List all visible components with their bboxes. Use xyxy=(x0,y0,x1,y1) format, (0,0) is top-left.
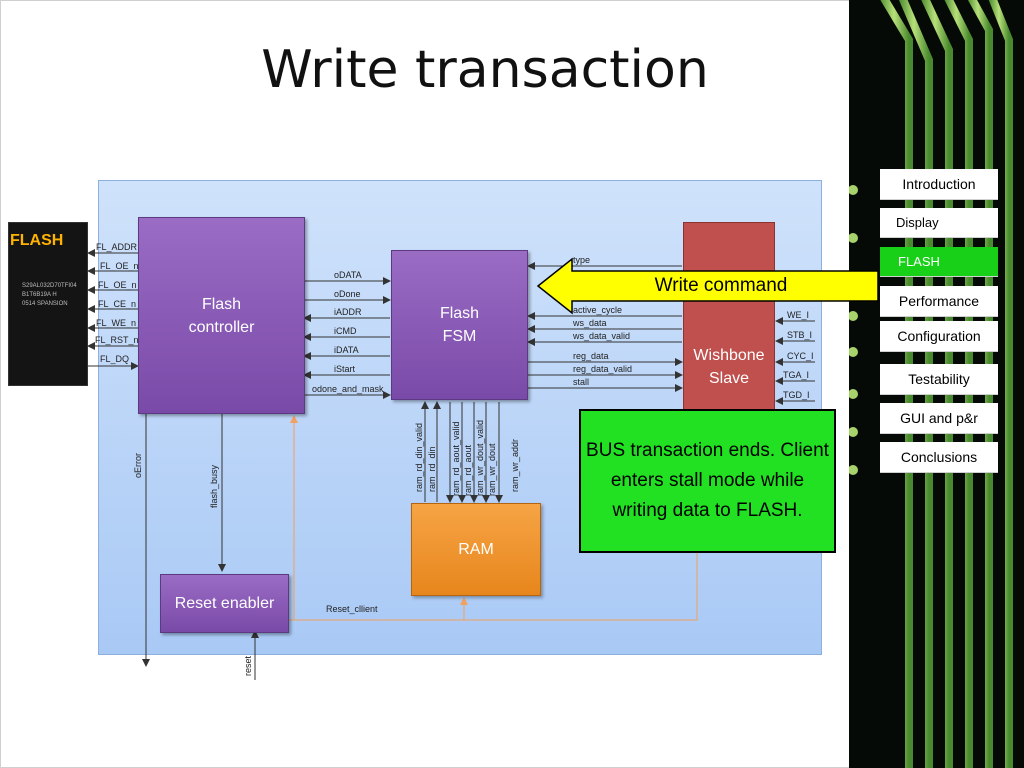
signal-label: ram_wr_addr xyxy=(510,438,520,492)
signal-label: TGD_I xyxy=(783,390,810,400)
signal-label: oError xyxy=(133,452,143,478)
signal-label: FL_CE_n xyxy=(98,299,137,309)
signal-label: STB_I xyxy=(787,330,813,340)
signal-label: Reset_cllient xyxy=(326,604,378,614)
wishbone-slave-block: Wishbone Slave xyxy=(683,222,775,412)
nav-item-flash[interactable]: FLASH xyxy=(880,247,998,277)
signal-label: reg_data_valid xyxy=(573,364,633,374)
signal-label: reset xyxy=(243,655,253,676)
signal-label: reg_data xyxy=(573,351,609,361)
signal-label: FL_WE_n xyxy=(96,318,137,328)
signal-label: ram_rd_din xyxy=(427,446,437,492)
signal-label: FL_ADDR xyxy=(96,242,138,252)
signal-label: oDone xyxy=(334,289,361,299)
signal-label: active_cycle xyxy=(573,305,623,315)
bus-transaction-callout: BUS transaction ends. Client enters stal… xyxy=(579,409,836,553)
nav-item-configuration[interactable]: Configuration xyxy=(880,321,998,352)
signal-label: FL_RST_n xyxy=(95,335,139,345)
flash-controller-block: Flash controller xyxy=(138,217,305,414)
signal-label: FL_OE_n xyxy=(100,261,139,271)
write-command-arrow xyxy=(536,257,879,315)
flash-chip-image xyxy=(8,222,88,386)
signal-label: ram_rd_aout_valid xyxy=(451,421,461,496)
flash-controller-label: Flash controller xyxy=(188,295,255,336)
flash-chip-marking: B1T6B19A H xyxy=(22,292,57,298)
signal-label: ws_data xyxy=(573,318,607,328)
reset-enabler-block: Reset enabler xyxy=(160,574,289,633)
flash-fsm-block: Flash FSM xyxy=(391,250,528,400)
write-command-label: Write command xyxy=(654,275,788,296)
signal-label: ram_wr_dout xyxy=(487,443,497,496)
signal-label: CYC_I xyxy=(787,351,814,361)
nav-item-conclusions[interactable]: Conclusions xyxy=(880,442,998,473)
signal-label: WE_I xyxy=(787,310,810,320)
signal-label: stall xyxy=(573,377,590,387)
nav-item-display[interactable]: Display xyxy=(880,208,998,238)
signal-label: type xyxy=(573,255,591,265)
ram-block: RAM xyxy=(411,503,541,596)
flash-chip-marking: S29AL032D70TFI04 xyxy=(22,283,77,289)
signal-label: ws_data_valid xyxy=(573,331,631,341)
flash-chip-markings: S29AL032D70TFI04 B1T6B19A H 0514 SPANSIO… xyxy=(22,282,77,309)
signal-label: iStart xyxy=(334,364,356,374)
slide-title: Write transaction xyxy=(261,40,709,100)
reset-enabler-label: Reset enabler xyxy=(174,595,275,612)
nav-item-performance[interactable]: Performance xyxy=(880,286,998,317)
signal-label: ram_rd_aout xyxy=(463,444,473,496)
signal-label: TGA_I xyxy=(783,370,810,380)
signal-label: ram_wr_dout_valid xyxy=(475,419,485,496)
bus-transaction-text: BUS transaction ends. Client enters stal… xyxy=(586,440,829,521)
flash-chip-label: FLASH xyxy=(10,232,64,249)
nav-item-introduction[interactable]: Introduction xyxy=(880,169,998,200)
signal-label: flash_busy xyxy=(209,464,219,508)
signal-label: FL_OE_n xyxy=(98,280,137,290)
ram-label: RAM xyxy=(458,541,494,558)
wishbone-slave-label: Wishbone Slave xyxy=(693,347,765,387)
signal-label: FL_DQ xyxy=(100,354,130,364)
signal-label: iCMD xyxy=(334,326,357,336)
signal-label: oDATA xyxy=(334,270,362,280)
flash-fsm-label: Flash FSM xyxy=(439,305,480,345)
nav-item-testability[interactable]: Testability xyxy=(880,364,998,395)
signal-label: ram_rd_din_valid xyxy=(414,422,424,492)
signal-label: iADDR xyxy=(334,307,362,317)
nav-item-gui-and-pr[interactable]: GUI and p&r xyxy=(880,403,998,434)
signal-label: iDATA xyxy=(334,345,359,355)
flash-chip-marking: 0514 SPANSION xyxy=(22,301,68,307)
signal-label: odone_and_mask xyxy=(312,384,384,394)
